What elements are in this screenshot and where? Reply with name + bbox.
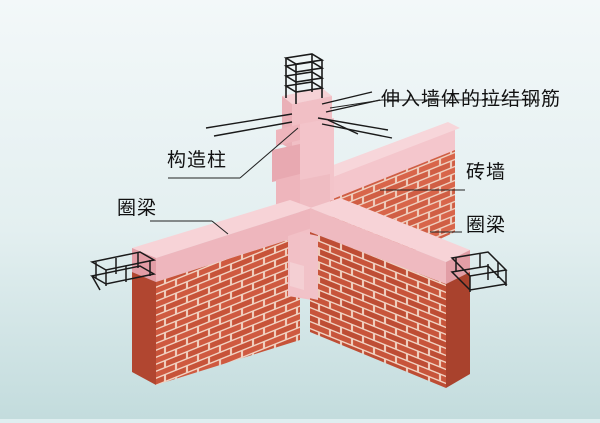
brick-wall-label: 砖墙 (466, 161, 507, 183)
tie-bars-label: 伸入墙体的拉结钢筋 (381, 88, 562, 110)
tie-bars (205, 91, 393, 139)
ring-beam-right-label: 圈梁 (466, 214, 507, 236)
constructional-column-label: 构造柱 (167, 149, 228, 171)
brick-wall-right (290, 198, 470, 388)
rebar-cage-top (283, 53, 325, 104)
constructional-column (272, 88, 334, 212)
rebar-cage-right (450, 251, 508, 292)
rebar-cage-left (89, 251, 157, 291)
brick-wall-left (132, 200, 312, 385)
ring-beam-left-label: 圈梁 (117, 197, 158, 219)
leader-lines (150, 99, 540, 235)
